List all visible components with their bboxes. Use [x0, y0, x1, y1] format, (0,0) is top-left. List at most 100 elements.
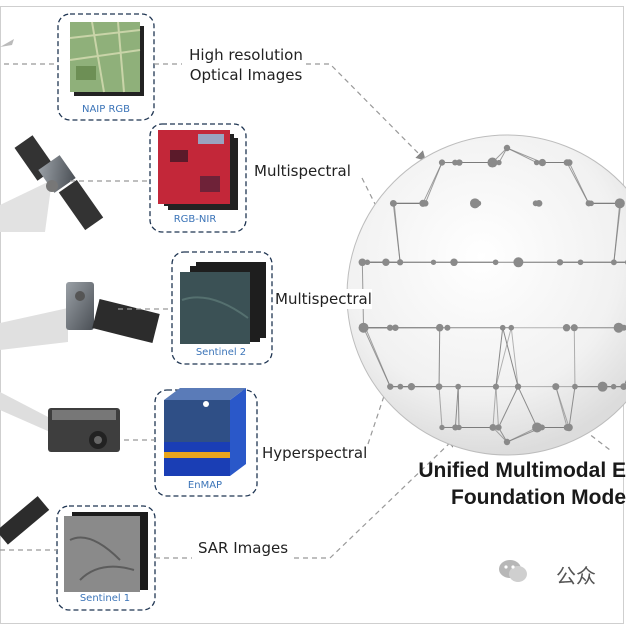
satellite-icon-2	[0, 135, 104, 232]
mesh-node	[492, 259, 499, 266]
mesh-node	[614, 198, 625, 209]
mesh-node	[492, 383, 500, 390]
mesh-edge	[393, 203, 401, 263]
mesh-node	[438, 159, 446, 166]
mesh-node	[358, 258, 367, 267]
label-sar-images: SAR Images	[198, 538, 289, 558]
mesh-edge	[498, 386, 519, 428]
mesh-node	[386, 324, 394, 331]
mesh-node	[538, 424, 545, 431]
mesh-node	[588, 200, 594, 207]
tile-naip-rgb	[57, 13, 155, 121]
mesh-node	[439, 424, 445, 431]
mesh-node	[572, 383, 578, 390]
mesh-node	[533, 159, 540, 166]
mesh-node	[570, 324, 578, 332]
mesh-node	[499, 324, 506, 331]
caption-naip-rgb: NAIP RGB	[81, 104, 131, 115]
mesh-node	[610, 383, 617, 390]
mesh-node	[382, 258, 390, 267]
mesh-node	[392, 324, 399, 331]
caption-sentinel-2: Sentinel 2	[195, 347, 247, 358]
mesh-edge	[517, 386, 538, 428]
mesh-edge	[502, 327, 519, 387]
satellite-icon-1	[0, 39, 14, 47]
caption-sentinel-1: Sentinel 1	[79, 593, 131, 604]
mesh-node	[535, 199, 543, 207]
tile-enmap	[154, 388, 258, 497]
mesh-edge	[454, 386, 459, 428]
mesh-node	[407, 382, 416, 391]
mesh-node	[487, 157, 498, 168]
mesh-node	[552, 383, 560, 391]
mesh-node	[455, 383, 462, 390]
mesh-node	[503, 144, 511, 152]
mesh-node	[435, 383, 443, 390]
mesh-node	[475, 200, 482, 207]
mesh-node	[489, 424, 497, 431]
mesh-node	[514, 383, 522, 390]
tile-rgb-nir	[149, 123, 247, 233]
mesh-node	[513, 257, 524, 268]
mesh-node	[456, 159, 463, 166]
label-high-resolution: High resolution Optical Images	[186, 45, 306, 85]
mesh-node	[556, 259, 564, 266]
label-multispectral-1: Multispectral	[254, 161, 351, 181]
label-multispectral-2: Multispectral	[275, 289, 372, 309]
mesh-node	[565, 159, 573, 166]
mesh-node	[444, 324, 451, 331]
satellite-icon-5	[0, 496, 50, 545]
mesh-node	[610, 259, 617, 266]
mesh-edge	[568, 386, 576, 428]
satellite-icon-4	[0, 392, 120, 452]
mesh-node	[597, 381, 608, 392]
wechat-icon	[498, 558, 528, 584]
mesh-node	[435, 323, 444, 332]
caption-rgb-nir: RGB-NIR	[173, 214, 217, 225]
mesh-node	[562, 323, 571, 332]
mesh-node	[495, 424, 502, 431]
mesh-node	[620, 383, 626, 391]
label-hyperspectral: Hyperspectral	[262, 443, 368, 463]
satellite-icon-3	[0, 282, 160, 350]
mesh-node	[508, 324, 515, 331]
mesh-node	[397, 383, 404, 390]
mesh-edge	[568, 162, 590, 204]
mesh-node	[387, 383, 394, 390]
mesh-node	[613, 322, 624, 333]
mesh-node	[577, 259, 584, 266]
mesh-node	[362, 324, 369, 331]
mesh-edge	[495, 327, 504, 387]
mesh-edge	[613, 203, 621, 263]
model-title-line-1: Unified Multimodal E	[418, 459, 626, 482]
mesh-node	[538, 158, 547, 167]
mesh-node	[532, 422, 543, 433]
mesh-node	[452, 424, 459, 431]
mesh-edge	[438, 386, 443, 428]
mesh-node	[391, 200, 397, 207]
mesh-edge	[457, 386, 460, 428]
mesh-edge	[495, 327, 512, 387]
mesh-edge	[573, 327, 576, 387]
mesh-edge	[495, 386, 499, 428]
mesh-edge	[555, 386, 570, 428]
mesh-node	[503, 438, 511, 446]
tile-sentinel-1	[56, 505, 156, 611]
mesh-node	[450, 258, 458, 267]
mesh-edge	[510, 327, 519, 387]
mesh-node	[364, 259, 371, 266]
model-title-line-2: Foundation Mode	[451, 486, 626, 509]
mesh-edge	[492, 386, 497, 428]
mesh-node	[430, 259, 437, 265]
mesh-edge	[364, 327, 391, 387]
mesh-edge	[422, 162, 443, 204]
caption-enmap: EnMAP	[187, 480, 223, 491]
tile-sentinel-2	[171, 251, 273, 365]
mesh-node	[496, 159, 502, 166]
mesh-node	[396, 259, 404, 266]
mesh-node	[422, 200, 429, 207]
mesh-edge	[438, 327, 441, 387]
foundation-model-sphere	[346, 134, 626, 456]
mesh-node	[565, 423, 573, 432]
